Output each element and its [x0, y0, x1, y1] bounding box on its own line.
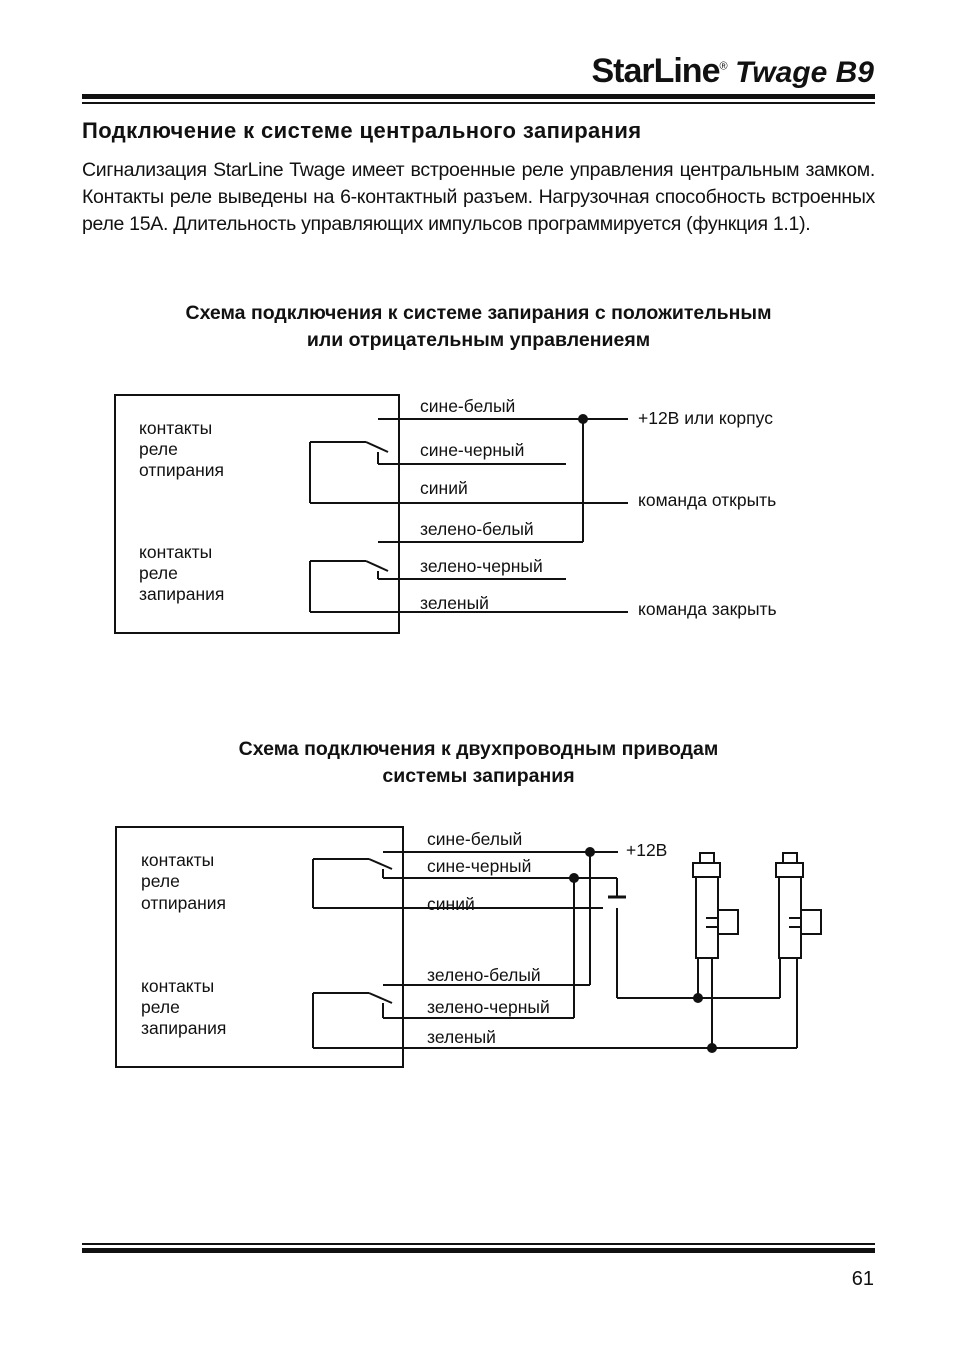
diagram1-junction-dot [578, 414, 588, 424]
diagram1-open-label: команда открыть [638, 490, 776, 510]
diagram2-caption: Схема подключения к двухпроводным привод… [82, 736, 875, 790]
diagram2-junction-dot-4 [707, 1043, 717, 1053]
diagram2-lock-label-1: контакты [141, 976, 214, 996]
brand-name: StarLine [591, 52, 720, 90]
diagram1-lock-label-1: контакты [139, 542, 212, 562]
diagram2-supply-label: +12В [626, 840, 667, 860]
diagram2-wiring: контакты реле отпирания контакты реле за… [115, 826, 822, 1068]
diagram2-unlock-label-3: отпирания [141, 893, 226, 913]
brand-logo: StarLine® Twage B9 [591, 52, 874, 91]
actuator-1 [692, 852, 739, 959]
diagram2-wire-label-3: синий [427, 894, 475, 914]
section-paragraph: Сигнализация StarLine Twage имеет встрое… [82, 159, 875, 235]
diagram1-wire-label-1: сине-белый [420, 396, 515, 416]
diagram1-unlock-label-1: контакты [139, 418, 212, 438]
diagram2-unlock-label-2: реле [141, 871, 180, 891]
header-rule-thin [82, 102, 875, 104]
diagram2-wire-label-1: сине-белый [427, 829, 522, 849]
diagram2-wire-label-2: сине-черный [427, 856, 531, 876]
diagram1-unlock-label-2: реле [139, 439, 178, 459]
diagram1-lock-label-2: реле [139, 563, 178, 583]
diagram1-close-label: команда закрыть [638, 599, 777, 619]
section-title: Подключение к системе центрального запир… [82, 118, 642, 143]
diagram2-junction-dot-2 [569, 873, 579, 883]
diagram2-lock-label-3: запирания [141, 1018, 226, 1038]
diagram1-wire-label-6: зеленый [420, 593, 489, 613]
footer-rule-thick [82, 1248, 875, 1253]
model-name: Twage B9 [735, 56, 874, 89]
diagram1-caption-line2: или отрицательным управлениеям [306, 329, 651, 351]
diagram1-relay-box [114, 394, 400, 634]
diagram2-junction-dot-3 [693, 993, 703, 1003]
diagram2-lock-label-2: реле [141, 997, 180, 1017]
diagram2-junction-dot-1 [585, 847, 595, 857]
diagram1-caption: Схема подключения к системе запирания с … [82, 300, 875, 354]
diagram1-caption-line1: Схема подключения к системе запирания с … [185, 302, 772, 324]
diagram2-wire-label-5: зелено-черный [427, 997, 550, 1017]
header-rule-thick [82, 94, 875, 99]
diagram1-wiring: контакты реле отпирания контакты реле за… [114, 394, 777, 634]
diagram1-lock-label-3: запирания [139, 584, 224, 604]
diagram2-relay-box [115, 826, 404, 1068]
registered-mark: ® [719, 60, 728, 73]
diagram1-supply-label: +12В или корпус [638, 408, 773, 428]
diagram1-wire-label-2: сине-черный [420, 440, 524, 460]
diagram2-unlock-label-1: контакты [141, 850, 214, 870]
diagram2-wire-label-6: зеленый [427, 1027, 496, 1047]
diagram2-caption-line2: системы запирания [382, 765, 575, 787]
diagram1-wire-label-4: зелено-белый [420, 519, 534, 539]
diagram1-unlock-label-3: отпирания [139, 460, 224, 480]
diagram2-caption-line1: Схема подключения к двухпроводным привод… [238, 738, 719, 760]
actuator-2 [775, 852, 822, 959]
footer-rule-thin [82, 1243, 875, 1245]
diagram2-wire-label-4: зелено-белый [427, 965, 541, 985]
diagram1-wire-label-5: зелено-черный [420, 556, 543, 576]
diagram1-wire-label-3: синий [420, 478, 468, 498]
page-number: 61 [851, 1268, 874, 1290]
